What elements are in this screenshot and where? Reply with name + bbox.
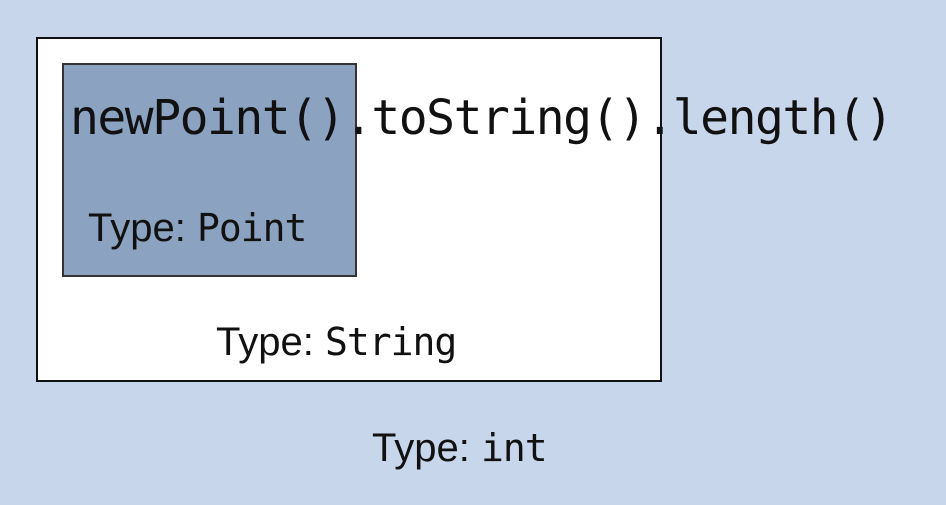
point-expression-box — [62, 63, 357, 277]
type-keyword: Type — [372, 426, 459, 470]
type-keyword: Type — [88, 206, 175, 250]
expr-to-string: .toString() — [343, 90, 647, 146]
method-chain-expression: newPoint().toString().length() — [70, 86, 893, 150]
expr-new-point: newPoint() — [70, 90, 345, 146]
type-label-string: Type: String — [216, 317, 457, 367]
type-label-point: Type: Point — [88, 203, 307, 253]
type-keyword: Type — [216, 320, 303, 364]
type-label-int: Type: int — [372, 423, 548, 473]
type-value: int — [480, 426, 548, 470]
type-value: Point — [196, 206, 307, 250]
type-separator: : — [174, 206, 197, 250]
type-separator: : — [302, 320, 325, 364]
type-separator: : — [458, 426, 481, 470]
expr-length: .length() — [645, 90, 893, 146]
type-value: String — [324, 320, 457, 364]
